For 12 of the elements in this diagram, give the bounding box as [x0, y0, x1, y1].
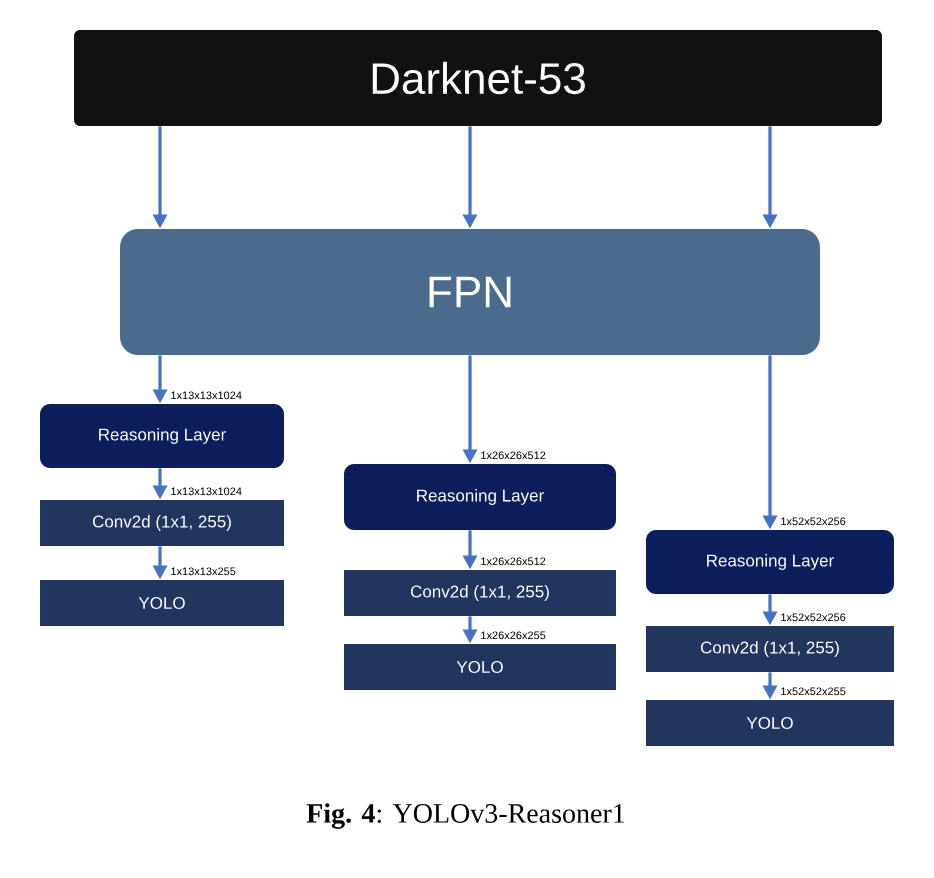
output-box: YOLO	[40, 580, 284, 626]
fpn-box: FPN	[120, 229, 820, 355]
layer-box: Conv2d (1x1, 255)	[40, 500, 284, 546]
backbone-box: Darknet-53	[74, 30, 882, 126]
layer-box: Conv2d (1x1, 255)	[646, 626, 894, 672]
layer-box: Reasoning Layer	[40, 404, 284, 468]
output-box: YOLO	[344, 644, 616, 690]
output-box: YOLO	[646, 700, 894, 746]
layer-box: Reasoning Layer	[344, 464, 616, 530]
caption: Fig. 4: YOLOv3-Reasoner1	[306, 803, 625, 829]
layer-box: Conv2d (1x1, 255)	[344, 570, 616, 616]
layer-box: Reasoning Layer	[646, 530, 894, 594]
